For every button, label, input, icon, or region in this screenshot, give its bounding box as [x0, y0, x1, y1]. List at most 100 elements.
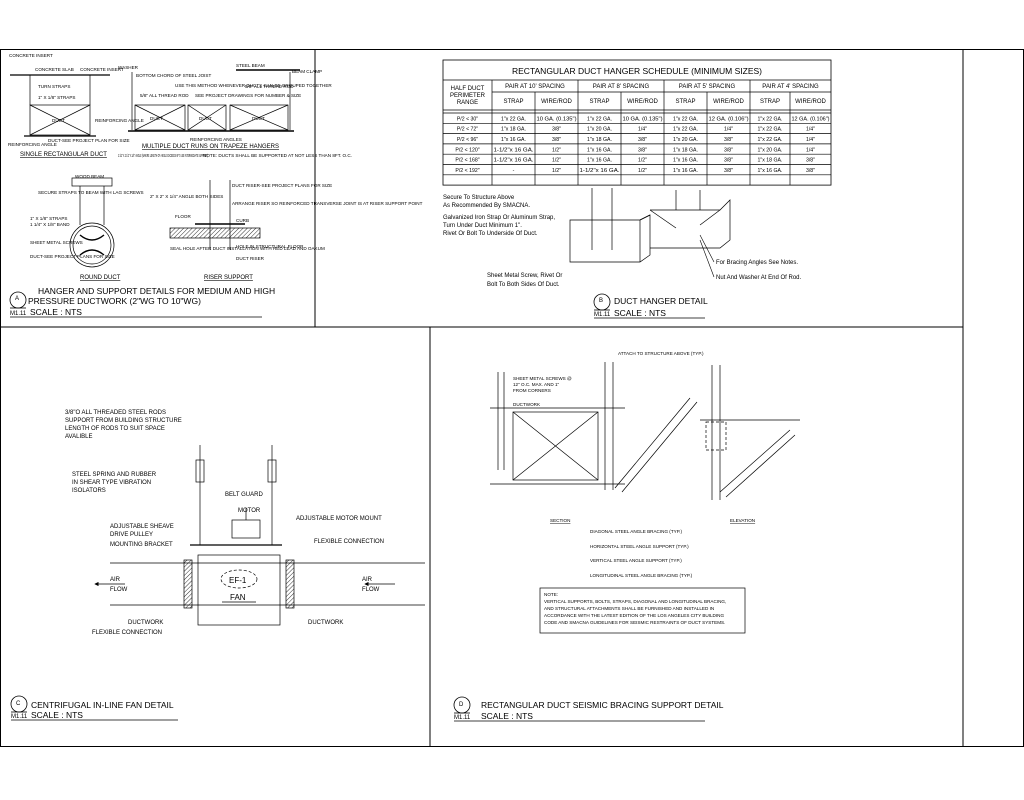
lbl-floor: FLOOR — [175, 214, 192, 219]
lbl-concrete-slab: CONCRETE SLAB — [35, 67, 74, 72]
d-legend-diagonal: DIAGONAL STEEL ANGLE BRACING (TYP.) — [590, 529, 682, 534]
d-ductwork: DUCTWORK — [513, 402, 541, 407]
sub-riser-support: RISER SUPPORT — [204, 275, 253, 281]
d-screws-3: FROM CORNERS — [513, 388, 551, 393]
lbl-ducts-note: NOTE: DUCTS SHALL BE SUPPORTED AT NOT LE… — [203, 153, 352, 158]
d-legend-horizontal: HORIZONTAL STEEL ANGLE SUPPORT (TYP.) — [590, 544, 689, 549]
lbl-wood-beam: WOOD BEAM — [75, 174, 104, 179]
b-note-screw-1: Sheet Metal Screw, Rivet Or — [487, 273, 562, 279]
schedule-cell: 1"x 16 GA. — [758, 168, 783, 174]
schedule-cell: 10 GA. (0.135") — [623, 116, 663, 122]
detail-d-id: D — [459, 702, 464, 708]
detail-d-sheet: M1.11 — [454, 715, 471, 721]
schedule-cell: 3/8" — [806, 158, 815, 164]
schedule-cell: P/2 < 72" — [457, 127, 478, 133]
schedule-sub-strap: STRAP — [760, 99, 780, 105]
schedule-cell: 1/2" — [552, 147, 561, 153]
schedule-cell: 1/4" — [806, 147, 815, 153]
schedule-cell: 1"x 20 GA. — [673, 137, 698, 143]
c-ductwork-2: DUCTWORK — [308, 620, 343, 626]
d-elevation: ELEVATION — [730, 518, 755, 523]
detail-a-title-1: HANGER AND SUPPORT DETAILS FOR MEDIUM AN… — [38, 286, 275, 296]
lbl-bottom-chord: BOTTOM CHORD OF STEEL JOIST — [136, 73, 211, 78]
detail-b-title: DUCT HANGER DETAIL — [614, 296, 708, 306]
schedule-sub-strap: STRAP — [589, 99, 609, 105]
lbl-steel-beam: STEEL BEAM — [236, 63, 265, 68]
lbl-duct-riser-see: DUCT RISER-SEE PROJECT PLANS FOR SIZE — [232, 183, 332, 188]
lbl-duct-riser: DUCT RISER — [236, 256, 265, 261]
schedule-title: RECTANGULAR DUCT HANGER SCHEDULE (MINIMU… — [512, 66, 762, 76]
single-rect-duct-drawing — [10, 74, 110, 137]
schedule-cell: 12 GA. (0.106") — [709, 116, 749, 122]
detail-c-title-block: C M1.11 CENTRIFUGAL IN-LINE FAN DETAIL S… — [10, 695, 178, 721]
round-duct-drawing — [69, 177, 115, 268]
detail-d: ATTACH TO STRUCTURE ABOVE (TYP.) SHEET M… — [453, 351, 800, 722]
schedule-group-header: PAIR AT 8' SPACING — [593, 84, 650, 90]
fan-drawing — [94, 445, 425, 626]
detail-b-sheet: M1.11 — [594, 312, 611, 318]
c-motor: MOTOR — [238, 508, 261, 514]
schedule-cell: 3/8" — [638, 147, 647, 153]
lbl-concrete-insert-2: CONCRETE INSERT — [80, 67, 124, 72]
detail-d-title: RECTANGULAR DUCT SEISMIC BRACING SUPPORT… — [481, 700, 724, 710]
detail-b-id: B — [599, 298, 603, 304]
lbl-strap-1x18: 1" X 1/8" STRAPS — [38, 95, 75, 100]
lbl-turn-straps: TURN STRAPS — [38, 84, 70, 89]
c-flow-left: FLOW — [110, 587, 128, 593]
schedule-cell: 1-1/2"x 16 GA. — [494, 158, 534, 164]
schedule-col0-header: RANGE — [457, 100, 478, 106]
schedule-cell: 1"x 22 GA. — [673, 127, 698, 133]
schedule-cell: P/2 < 120" — [455, 147, 479, 153]
sub-single-rect-duct: SINGLE RECTANGULAR DUCT — [20, 152, 107, 158]
schedule-cell: 10 GA. (0.135") — [537, 116, 577, 122]
schedule-cell: 3/8" — [724, 147, 733, 153]
detail-b-scale: SCALE : NTS — [614, 308, 666, 318]
schedule-cell: 3/8" — [552, 137, 561, 143]
schedule-cell: 1"x 18 GA. — [758, 158, 783, 164]
schedule-cell: 1"x 22 GA. — [673, 116, 698, 122]
schedule-col0-header: HALF DUCT — [451, 86, 485, 92]
schedule-sub-wire: WIRE/ROD — [713, 99, 744, 105]
schedule-cell: - — [513, 168, 515, 174]
seismic-section-drawing — [490, 362, 800, 500]
schedule-cell: 3/8" — [806, 168, 815, 174]
schedule-cell: P/2 < 168" — [455, 158, 479, 164]
detail-c-sheet: M1.11 — [11, 714, 28, 720]
schedule-sub-strap: STRAP — [675, 99, 695, 105]
d-section: SECTION — [550, 518, 570, 523]
lbl-straps-1x18: 1" X 1/8" STRAPS — [30, 216, 67, 221]
schedule-cell: 3/8" — [724, 137, 733, 143]
c-air-right: AIR — [362, 577, 373, 583]
lbl-rod-58: 5/8" ALL THREAD ROD — [140, 93, 189, 98]
lbl-duct: DUCT — [52, 118, 65, 123]
d-screws-1: SHEET METAL SCREWS @ — [513, 376, 572, 381]
lbl-hole-structural: HOLE IN STRUCTURAL FLOOR — [236, 244, 304, 249]
detail-a-sheet: M1.11 — [10, 311, 27, 317]
lbl-washer: WASHER — [118, 65, 139, 70]
schedule-cell: 1/4" — [724, 127, 733, 133]
lbl-duct-see-project-2: DUCT-SEE PROJECT PLANS FOR SIZE — [30, 254, 115, 259]
c-air-left: AIR — [110, 577, 121, 583]
detail-a-id: A — [15, 296, 19, 302]
schedule-sub-wire: WIRE/ROD — [795, 99, 826, 105]
b-note-nut: Nut And Washer At End Of Rod. — [716, 275, 801, 281]
lbl-rod-58-b: 5/8" ALL THREAD ROD — [245, 84, 294, 89]
d-screws-2: 12" O.C. MAX. AND 1" — [513, 382, 560, 387]
c-belt-guard: BELT GUARD — [225, 492, 263, 498]
schedule-cell: 3/8" — [638, 137, 647, 143]
c-fan-label: FAN — [230, 593, 246, 602]
lbl-band-1x18: 1 1/4" X 1/8" BAND — [30, 222, 70, 227]
schedule-cell: 12 GA. (0.106") — [792, 116, 830, 122]
c-isolators-3: ISOLATORS — [72, 488, 106, 494]
lbl-reinforcing-angle: REINFORCING ANGLE — [95, 118, 144, 123]
schedule-cell: 1"x 22 GA. — [758, 116, 783, 122]
schedule-cell: 1/4" — [806, 137, 815, 143]
schedule-group-header: PAIR AT 4' SPACING — [762, 84, 819, 90]
lbl-duct-a3: DUCT — [252, 116, 265, 121]
schedule-cell: 1/4" — [806, 127, 815, 133]
lbl-use-method: USE THIS METHOD WHENEVER DUCTS CAN BE GR… — [175, 83, 332, 88]
c-adj-motor-mount: ADJUSTABLE MOTOR MOUNT — [296, 516, 382, 522]
schedule-cell: 1-1/2"x 16 GA. — [494, 147, 534, 153]
schedule-cell: 3/8" — [724, 168, 733, 174]
detail-c: 3/8"O ALL THREADED STEEL RODS SUPPORT FR… — [10, 410, 425, 721]
